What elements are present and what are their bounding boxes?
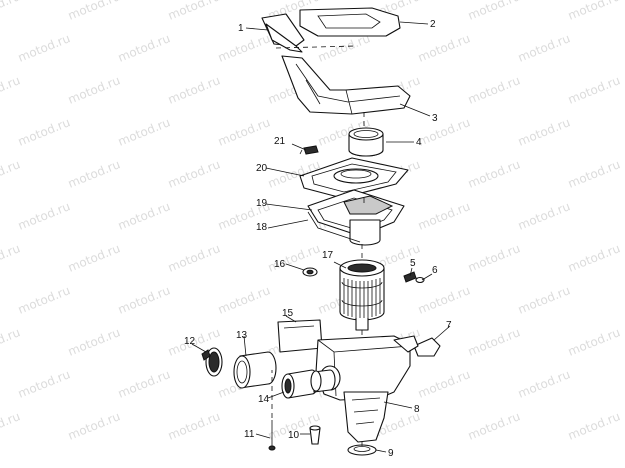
callout-label-12: 12 — [184, 336, 196, 347]
watermark-text: motod.ru — [566, 241, 622, 275]
watermark-text: motod.ru — [466, 0, 522, 23]
callout-label-11: 11 — [244, 429, 255, 440]
watermark-text: motod.ru — [0, 241, 22, 275]
watermark-text: motod.ru — [0, 73, 22, 107]
part-11-screw — [268, 370, 276, 451]
part-21-clip — [299, 145, 319, 155]
watermark-text: motod.ru — [466, 409, 522, 443]
watermark-text: motod.ru — [66, 0, 122, 23]
callout-label-6: 6 — [432, 265, 438, 276]
watermark-text: motod.ru — [516, 283, 572, 317]
part-14-hose — [281, 369, 336, 399]
callout-label-21: 21 — [274, 136, 286, 147]
watermark-text: motod.ru — [216, 283, 272, 317]
part-16-grommet — [302, 267, 318, 277]
callout-label-9: 9 — [388, 448, 394, 459]
callout-label-10: 10 — [288, 430, 300, 441]
part-20-gasket — [299, 157, 409, 199]
watermark-text: motod.ru — [466, 73, 522, 107]
watermark-text: motod.ru — [516, 199, 572, 233]
watermark-text: motod.ru — [416, 31, 472, 65]
part-18-cover-seal — [307, 211, 361, 243]
watermark-text: motod.ru — [516, 31, 572, 65]
watermark-text: motod.ru — [566, 409, 622, 443]
assembly-axis — [361, 112, 365, 446]
watermark-text: motod.ru — [16, 199, 72, 233]
watermark-text: motod.ru — [416, 199, 472, 233]
part-12-clamp — [201, 347, 223, 377]
part-9-drain-cap — [347, 444, 377, 456]
watermark-text: motod.ru — [516, 115, 572, 149]
callout-label-2: 2 — [430, 19, 436, 30]
callout-label-8: 8 — [414, 404, 420, 415]
watermark-text: motod.ru — [116, 283, 172, 317]
watermark-text: motod.ru — [116, 31, 172, 65]
part-19-filter-cover — [307, 189, 405, 246]
callout-label-15: 15 — [282, 308, 294, 319]
watermark-text: motod.ru — [416, 283, 472, 317]
watermark-text: motod.ru — [166, 73, 222, 107]
callout-label-7: 7 — [446, 320, 452, 331]
watermark-text: motod.ru — [16, 115, 72, 149]
watermark-text: motod.ru — [116, 367, 172, 401]
watermark-text: motod.ru — [0, 409, 22, 443]
part-4-coupling-ring — [348, 127, 384, 157]
callout-label-18: 18 — [256, 222, 268, 233]
watermark-text: motod.ru — [66, 409, 122, 443]
callout-label-4: 4 — [416, 137, 422, 148]
watermark-text: motod.ru — [466, 325, 522, 359]
watermark-text: motod.ru — [166, 409, 222, 443]
part-1-duct-flap — [261, 13, 357, 53]
watermark-text: motod.ru — [166, 0, 222, 23]
watermark-text: motod.ru — [66, 157, 122, 191]
watermark-text: motod.ru — [166, 241, 222, 275]
watermark-text: motod.ru — [566, 73, 622, 107]
part-8-air-box — [315, 335, 419, 443]
callout-label-5: 5 — [410, 258, 416, 269]
part-5-bolt — [403, 271, 417, 283]
callout-label-17: 17 — [322, 250, 334, 261]
callout-label-19: 19 — [256, 198, 268, 209]
watermark-text: motod.ru — [16, 283, 72, 317]
watermark-text: motod.ru — [166, 157, 222, 191]
callout-label-1: 1 — [238, 23, 244, 34]
part-6-washer — [415, 276, 425, 284]
part-13-sleeve — [233, 351, 277, 389]
callout-label-14: 14 — [258, 394, 270, 405]
watermark-text: motod.ru — [16, 367, 72, 401]
part-3-intake-shroud — [281, 55, 411, 115]
part-17-air-filter — [339, 259, 385, 331]
watermark-text: motod.ru — [66, 73, 122, 107]
watermark-text: motod.ru — [0, 325, 22, 359]
leader-lines — [191, 21, 451, 453]
callout-label-20: 20 — [256, 163, 268, 174]
watermark-text: motod.ru — [416, 115, 472, 149]
watermark-text: motod.ru — [466, 241, 522, 275]
watermark-text: motod.ru — [216, 31, 272, 65]
callout-label-16: 16 — [274, 259, 286, 270]
part-10-drain-valve — [309, 425, 321, 445]
watermark-text: motod.ru — [216, 115, 272, 149]
watermark-text: motod.ru — [516, 367, 572, 401]
watermark-text: motod.ru — [0, 157, 22, 191]
watermark-text: motod.ru — [466, 157, 522, 191]
watermark-text: motod.ru — [0, 0, 22, 23]
watermark-text: motod.ru — [66, 241, 122, 275]
watermark-text: motod.ru — [66, 325, 122, 359]
watermark-text: motod.ru — [16, 31, 72, 65]
watermark-text: motod.ru — [566, 0, 622, 23]
watermark-text: motod.ru — [116, 199, 172, 233]
watermark-text: motod.ru — [566, 325, 622, 359]
callout-label-13: 13 — [236, 330, 248, 341]
watermark-text: motod.ru — [416, 367, 472, 401]
part-2-top-pad — [299, 7, 401, 37]
callout-label-3: 3 — [432, 113, 438, 124]
watermark-text: motod.ru — [116, 115, 172, 149]
watermark-text: motod.ru — [566, 157, 622, 191]
part-15-decal — [277, 319, 323, 353]
